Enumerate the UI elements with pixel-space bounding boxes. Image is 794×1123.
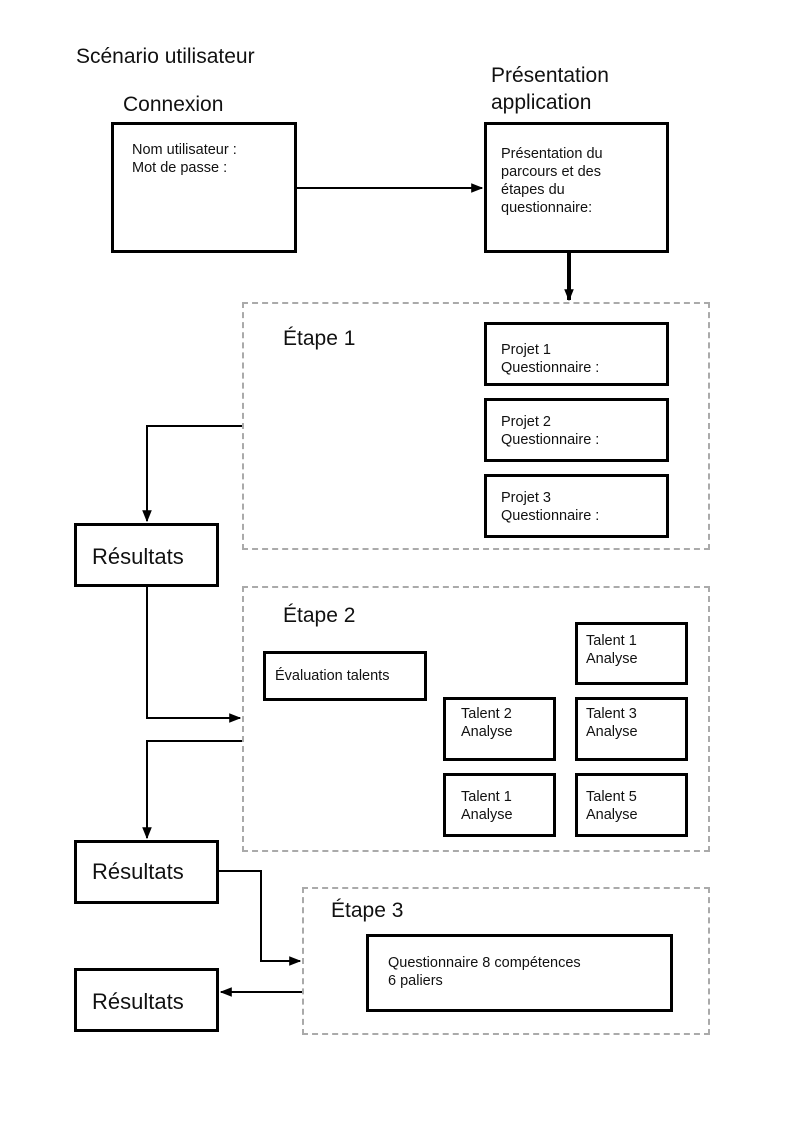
resultats-3-label: Résultats xyxy=(92,989,184,1014)
talent-c-text: Talent 3 Analyse xyxy=(586,706,638,740)
talent-box-b: Talent 2 Analyse xyxy=(443,697,556,761)
etape2-container xyxy=(242,586,710,852)
evaluation-talents-box: Évaluation talents xyxy=(263,651,427,701)
etape3-container xyxy=(302,887,710,1035)
connexion-heading: Connexion xyxy=(123,93,224,116)
arrow-etape1-to-resultats1 xyxy=(142,425,242,523)
evaluation-talents-text: Évaluation talents xyxy=(275,668,390,684)
arrow-etape2-to-resultats2 xyxy=(142,740,242,840)
resultats-1-box: Résultats xyxy=(74,523,219,587)
projet-1-text: Projet 1 Questionnaire : xyxy=(501,342,600,376)
talent-box-a: Talent 1 Analyse xyxy=(575,622,688,685)
presentation-box: Présentation du parcours et des étapes d… xyxy=(484,122,669,253)
talent-e-text: Talent 5 Analyse xyxy=(586,789,638,823)
projet-3-text: Projet 3 Questionnaire : xyxy=(501,490,600,524)
projet-2-text: Projet 2 Questionnaire : xyxy=(501,414,600,448)
talent-box-e: Talent 5 Analyse xyxy=(575,773,688,837)
diagram-title: Scénario utilisateur xyxy=(76,45,255,68)
connexion-box: Nom utilisateur : Mot de passe : xyxy=(111,122,297,253)
talent-b-text: Talent 2 Analyse xyxy=(461,706,513,740)
arrow-resultats1-to-etape2 xyxy=(146,587,242,723)
presentation-heading: Présentation application xyxy=(491,64,609,114)
etape2-heading: Étape 2 xyxy=(283,604,356,627)
questionnaire-competences-box: Questionnaire 8 compétences 6 paliers xyxy=(366,934,673,1012)
presentation-text: Présentation du parcours et des étapes d… xyxy=(501,146,603,216)
etape3-heading: Étape 3 xyxy=(331,899,404,922)
projet-2-box: Projet 2 Questionnaire : xyxy=(484,398,669,462)
resultats-2-label: Résultats xyxy=(92,859,184,884)
talent-d-text: Talent 1 Analyse xyxy=(461,789,513,823)
resultats-3-box: Résultats xyxy=(74,968,219,1032)
etape1-container xyxy=(242,302,710,550)
connexion-fields: Nom utilisateur : Mot de passe : xyxy=(132,142,237,176)
etape1-heading: Étape 1 xyxy=(283,327,356,350)
talent-box-d: Talent 1 Analyse xyxy=(443,773,556,837)
resultats-1-label: Résultats xyxy=(92,544,184,569)
questionnaire-competences-text: Questionnaire 8 compétences 6 paliers xyxy=(388,955,581,989)
resultats-2-box: Résultats xyxy=(74,840,219,904)
projet-3-box: Projet 3 Questionnaire : xyxy=(484,474,669,538)
talent-a-text: Talent 1 Analyse xyxy=(586,633,638,667)
arrow-resultats2-to-etape3 xyxy=(219,870,302,966)
talent-box-c: Talent 3 Analyse xyxy=(575,697,688,761)
projet-1-box: Projet 1 Questionnaire : xyxy=(484,322,669,386)
